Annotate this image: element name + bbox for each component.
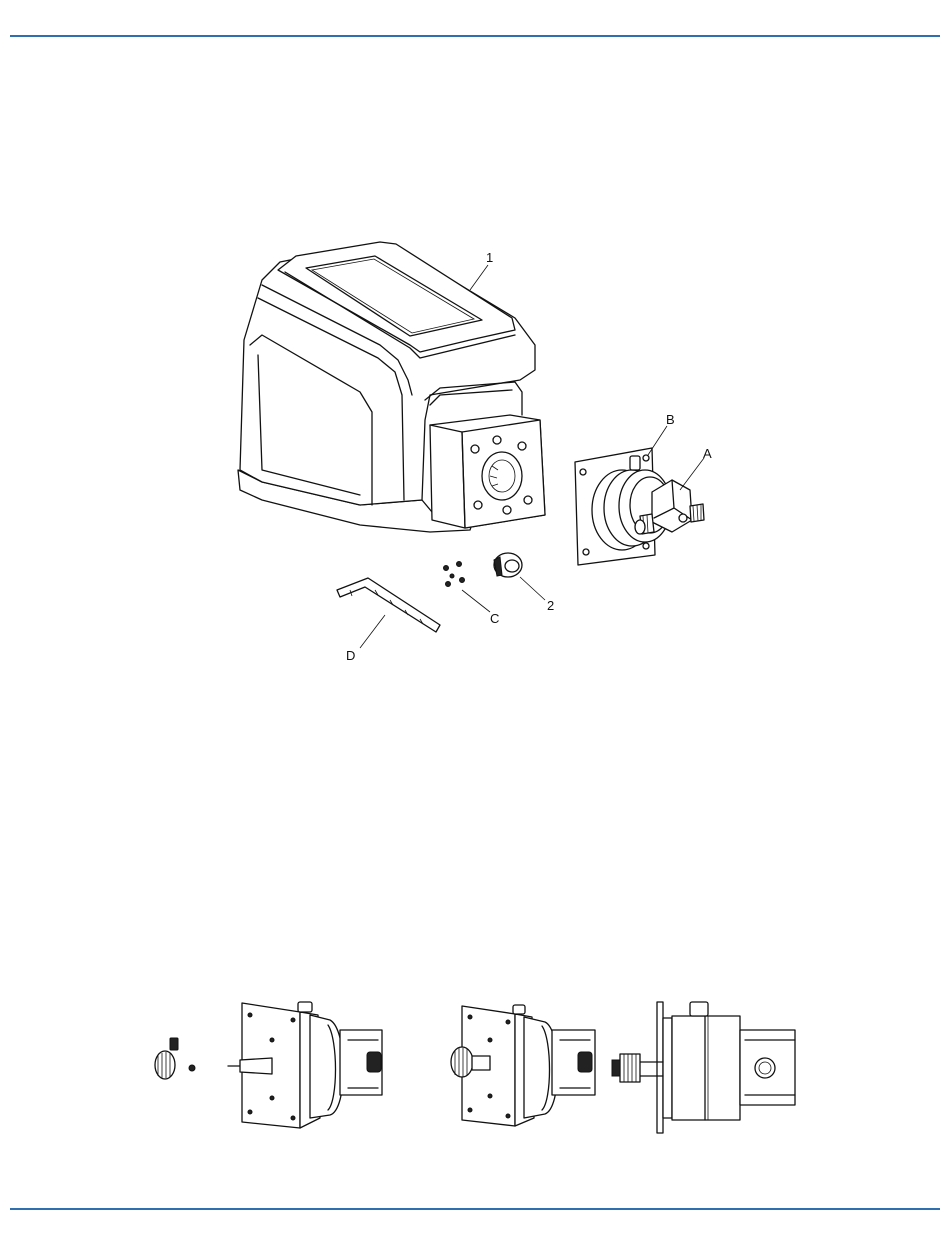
callout-d: D [346,648,355,663]
coupling-part [494,553,522,577]
assembly-step-3 [612,1002,795,1133]
footer-rule [10,1208,940,1210]
callout-a: A [703,446,712,461]
exploded-view-illustration: 1 2 A B C D [230,240,730,670]
callout-2: 2 [547,598,554,613]
drive-output-flange [430,415,545,528]
pump-head-assembly [575,448,704,565]
header-rule [10,35,940,37]
assembly-step-2 [451,1005,595,1126]
callout-c: C [490,611,499,626]
assembly-step-1 [155,1002,382,1128]
callout-1: 1 [486,250,493,265]
callout-b: B [666,412,675,427]
screws-set [444,562,465,587]
assembly-steps-illustration [140,995,820,1140]
hex-key [337,578,440,632]
